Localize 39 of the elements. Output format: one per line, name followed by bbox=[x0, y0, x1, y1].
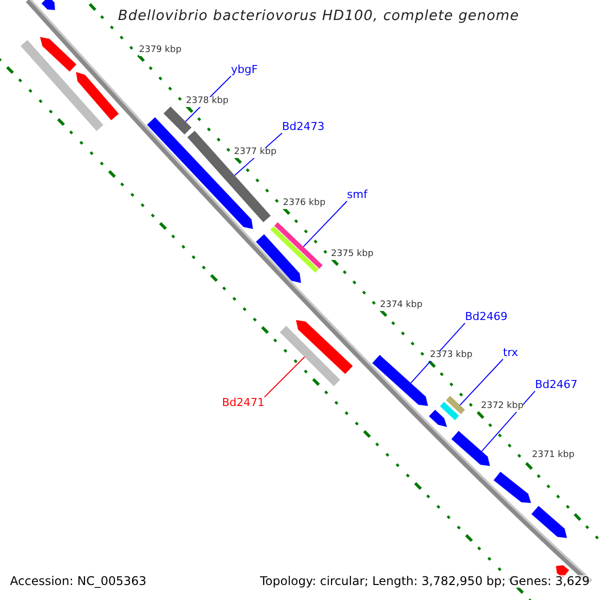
gene-feature bbox=[428, 410, 447, 427]
gene-feature bbox=[440, 402, 459, 420]
gene-feature bbox=[451, 430, 490, 466]
gene-label: Bd2467 bbox=[535, 379, 578, 392]
gene-feature bbox=[20, 40, 104, 131]
scale-label: 2378 kbp bbox=[186, 97, 228, 107]
gene-label: Bd2469 bbox=[465, 311, 508, 324]
gene-feature bbox=[256, 234, 301, 283]
leader-line bbox=[481, 390, 536, 452]
map-title: Bdellovibrio bacteriovorus HD100, complete genome bbox=[118, 9, 520, 24]
scale-label: 2377 kbp bbox=[234, 148, 276, 158]
gene-feature bbox=[280, 326, 340, 386]
gene-feature bbox=[76, 72, 119, 120]
accession-text: Accession: NC_005363 bbox=[10, 575, 146, 588]
genome-summary-text: Topology: circular; Length: 3,782,950 bp; Genes: 3,629 bbox=[260, 575, 590, 588]
scale-label: 2376 kbp bbox=[283, 199, 326, 209]
scale-label: 2372 kbp bbox=[481, 402, 524, 412]
gene-feature bbox=[42, 0, 55, 10]
scale-label: 2374 kbp bbox=[380, 301, 422, 311]
scale-label: 2375 kbp bbox=[331, 250, 374, 260]
scale-label: 2373 kbp bbox=[430, 351, 472, 361]
gene-label: Bd2471 bbox=[222, 397, 265, 410]
gene-label: ybgF bbox=[231, 64, 258, 76]
scale-label: 2379 kbp bbox=[139, 46, 182, 56]
gene-feature bbox=[556, 565, 570, 578]
gene-feature bbox=[531, 506, 567, 538]
gene-feature bbox=[372, 354, 428, 406]
leader-line bbox=[302, 200, 348, 248]
gene-label: Bd2473 bbox=[282, 121, 325, 134]
gene-feature bbox=[446, 396, 465, 414]
gene-feature bbox=[270, 222, 323, 273]
gene-feature bbox=[494, 472, 531, 503]
gene-label: trx bbox=[503, 347, 518, 360]
gene-feature bbox=[40, 37, 76, 72]
scale-label: 2371 kbp bbox=[532, 451, 574, 461]
gene-label: smf bbox=[347, 189, 368, 202]
gene-feature bbox=[296, 320, 353, 374]
leader-line bbox=[460, 358, 504, 406]
gene-feature bbox=[164, 106, 192, 134]
